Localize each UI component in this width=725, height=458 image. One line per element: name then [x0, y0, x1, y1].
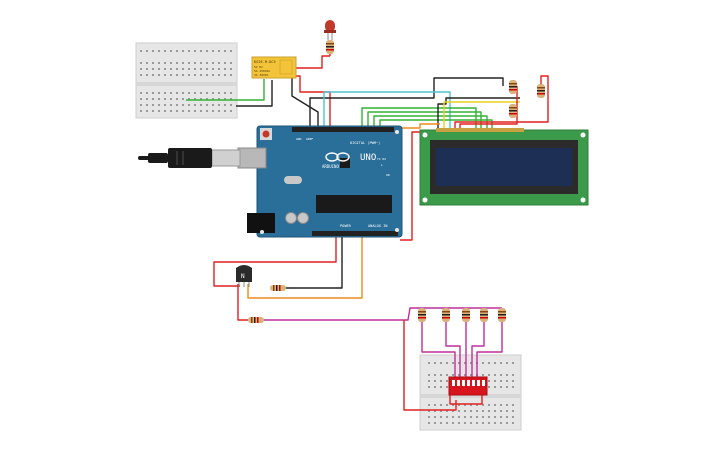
relay-module[interactable]: KS2E-M-DC5 5V DC 5A 250VAC 3A 30VDC	[251, 56, 297, 79]
resistor-lcd-3[interactable]	[509, 104, 517, 118]
dip-toggle-7[interactable]	[482, 380, 485, 386]
wire-orange-transistor	[247, 236, 363, 299]
l-label: L	[381, 163, 383, 167]
dip-toggle-5[interactable]	[472, 380, 475, 386]
reset-button[interactable]	[262, 130, 270, 138]
relay-line1: 5V DC	[254, 65, 263, 69]
wire-cyan-lcd	[323, 91, 451, 128]
resistor-transistor-base[interactable]	[270, 285, 286, 291]
aref-label: AREF	[306, 137, 313, 141]
wire-red-transistor	[213, 236, 337, 287]
resistor-transistor-bottom[interactable]	[248, 317, 264, 323]
relay-model: KS2E-M-DC5	[254, 60, 276, 64]
wire-black-lcd	[309, 77, 504, 128]
wire-black-transistor	[284, 236, 343, 289]
dip-toggle-4[interactable]	[467, 380, 470, 386]
dip-toggle-2[interactable]	[457, 380, 460, 386]
dip-toggle-1[interactable]	[452, 380, 455, 386]
wire-relay-green	[186, 79, 265, 101]
usb-port	[237, 147, 267, 169]
npn-transistor[interactable]: N	[236, 265, 252, 287]
arduino-brand-label: ARDUINO	[322, 164, 339, 169]
power-label: POWER	[340, 224, 352, 228]
dip-toggle-6[interactable]	[477, 380, 480, 386]
wire-relay-red	[296, 55, 330, 69]
arduino-model-label: UNO	[360, 153, 376, 163]
wire-relay-red-2	[292, 75, 331, 128]
wire-red-to-bb	[403, 320, 457, 411]
arduino-uno-board[interactable]: UNO ARDUINO DIGITAL (PWM~) POWER ANALOG …	[237, 125, 403, 238]
wire-orange-lcd	[392, 123, 440, 129]
wire-black-lcd-2	[437, 97, 520, 128]
resistor-lcd-2[interactable]	[537, 84, 545, 98]
resistor-dip-4[interactable]	[480, 308, 488, 322]
wire-purple-dip-5	[476, 322, 503, 378]
resistor-dip-2[interactable]	[442, 308, 450, 322]
relay-line3: 3A 30VDC	[254, 73, 269, 77]
usb-cable[interactable]	[138, 148, 241, 168]
wire-relay-black	[236, 80, 273, 107]
resistor-dip-3[interactable]	[462, 308, 470, 322]
gnd-label: GND	[296, 137, 302, 141]
on-label: ON	[386, 173, 390, 177]
breadboard-top-left[interactable]	[135, 42, 238, 119]
wires	[186, 40, 549, 411]
wire-yellow-lcd	[443, 101, 520, 128]
wire-red-lcd-right	[454, 75, 549, 128]
wire-relay-black-2	[291, 62, 319, 128]
wire-green-1	[361, 107, 477, 128]
txrx-label: TX RX	[377, 157, 386, 161]
power-jack	[247, 213, 275, 233]
wire-purple-dip-1	[421, 322, 456, 378]
wire-red-dip	[449, 392, 483, 405]
transistor-label: N	[241, 273, 245, 280]
atmega-chip	[316, 195, 392, 213]
lcd-screen	[436, 148, 572, 186]
resistor-dip-5[interactable]	[498, 308, 506, 322]
wire-purple-dip-4	[471, 322, 485, 378]
wire-red-lcd-res	[459, 86, 518, 128]
analog-label: ANALOG IN	[368, 224, 387, 228]
dip-switch[interactable]	[448, 376, 488, 396]
wire-purple-bottom	[262, 307, 502, 321]
breadboard-bottom-right[interactable]	[419, 354, 522, 431]
wire-red-bottom	[237, 284, 248, 321]
red-led[interactable]	[324, 20, 336, 40]
lcd-16x2-display[interactable]	[419, 128, 589, 206]
resistor-dip-1[interactable]	[418, 308, 426, 322]
resistor-lcd-1[interactable]	[509, 80, 517, 94]
dip-toggle-3[interactable]	[462, 380, 465, 386]
digital-label: DIGITAL (PWM~)	[350, 141, 380, 145]
wire-purple-dip-2	[445, 322, 461, 378]
relay-line2: 5A 250VAC	[254, 69, 270, 73]
resistor-led[interactable]	[326, 40, 334, 54]
